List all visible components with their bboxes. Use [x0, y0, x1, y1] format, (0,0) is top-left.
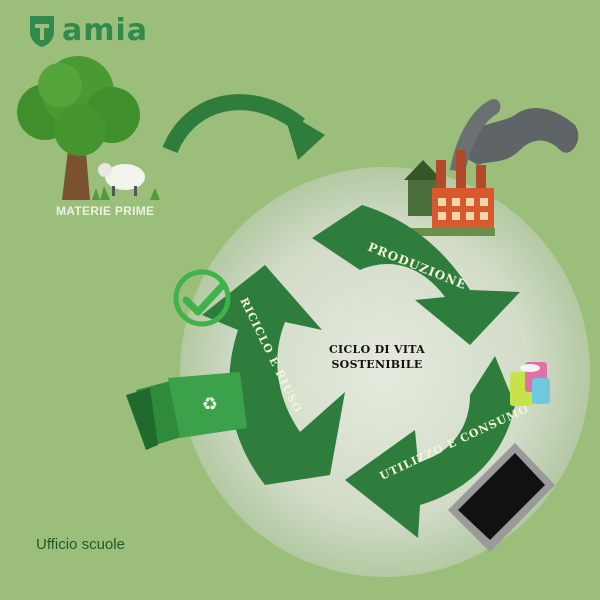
cycle-title: CICLO DI VITA SOSTENIBILE — [322, 342, 432, 372]
sheep-icon — [92, 163, 160, 200]
arrow-produzione — [312, 205, 520, 345]
checkmark-icon — [173, 269, 231, 327]
cycle-title-line1: CICLO DI VITA — [328, 343, 425, 356]
cycle-title-line2: SOSTENIBILE — [331, 358, 423, 371]
brand-name: amia — [62, 12, 149, 48]
arrow-utilizzo — [345, 356, 515, 538]
phone-icon — [510, 362, 550, 406]
factory-icon — [395, 98, 579, 236]
amia-logo-icon — [30, 16, 54, 47]
curved-arrow-icon — [162, 94, 325, 160]
arrow-riciclo — [202, 265, 345, 485]
materie-prime-label: MATERIE PRIME — [56, 204, 155, 218]
svg-text:♻: ♻ — [202, 394, 218, 415]
tree-icon — [17, 56, 140, 200]
recycle-bin-icon: ♻ — [126, 372, 247, 450]
brand-logo[interactable]: amia — [62, 12, 148, 48]
recycle-arrows — [202, 205, 520, 538]
tv-icon — [448, 443, 555, 552]
footer-label: Ufficio scuole — [36, 536, 125, 553]
